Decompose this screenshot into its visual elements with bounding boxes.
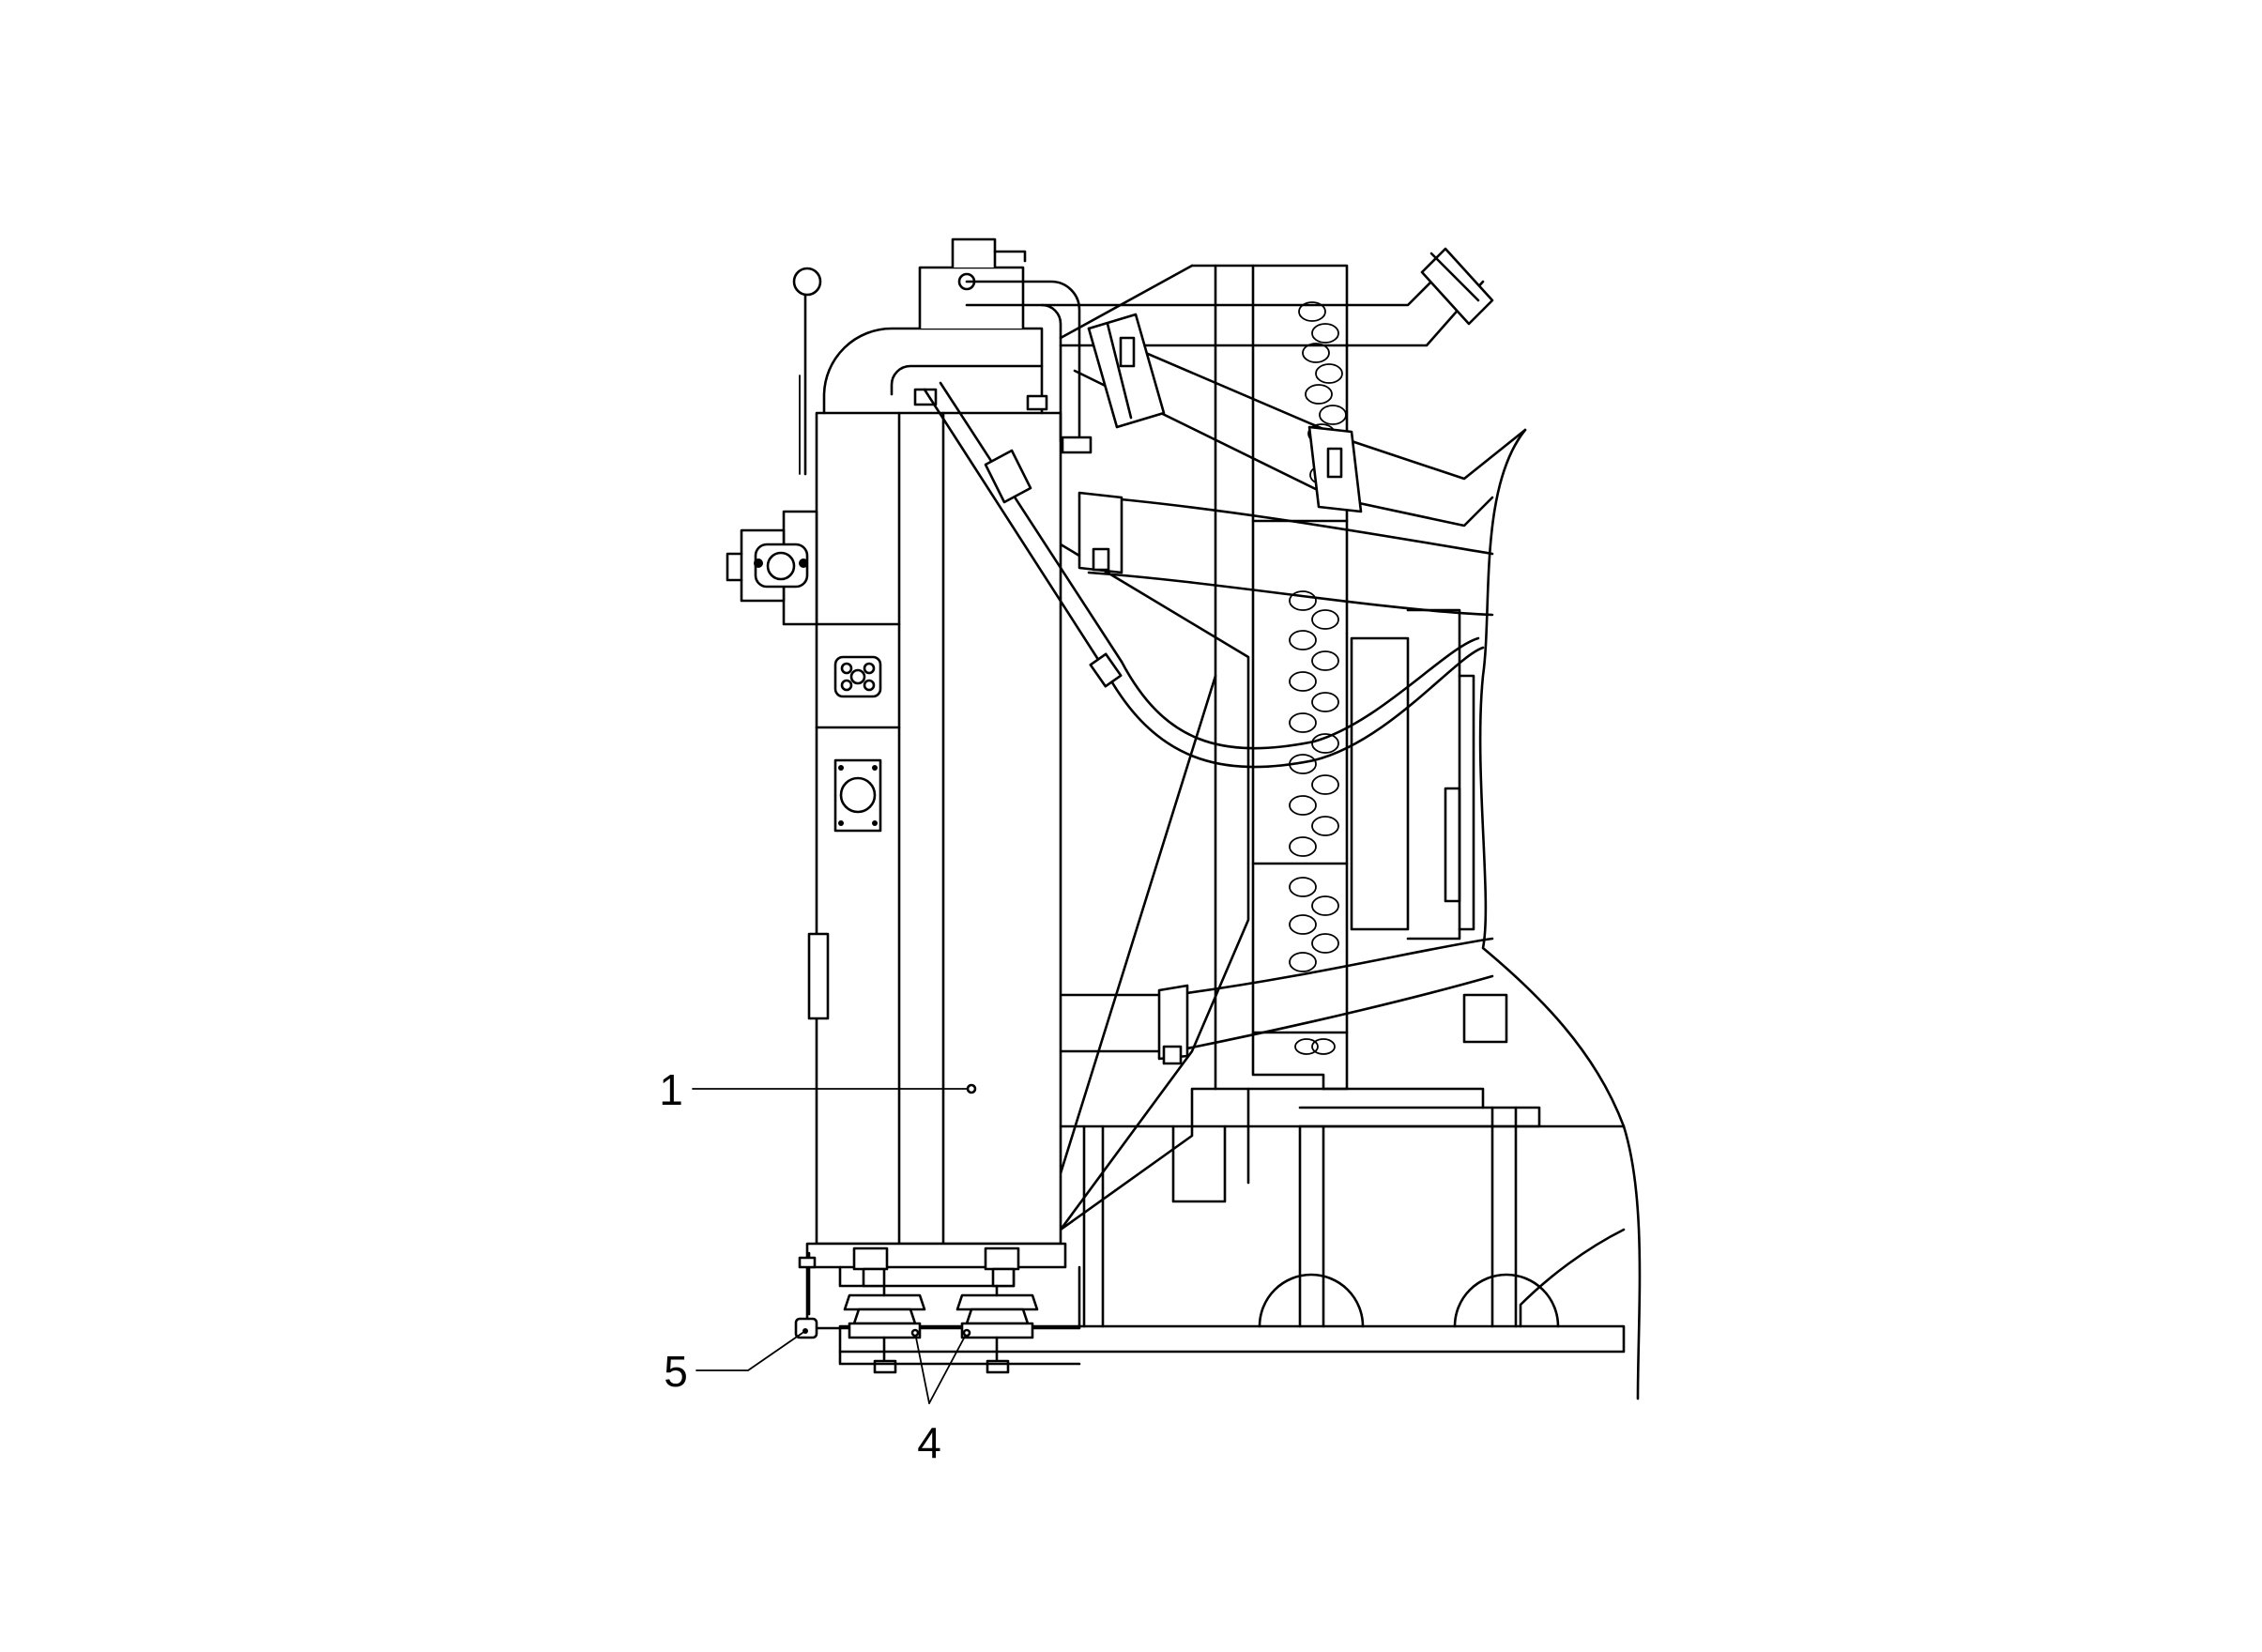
- callout-1: 1: [659, 1065, 977, 1114]
- top-tank: [792, 237, 1485, 769]
- radiator-bottom-mount: [794, 1242, 1081, 1374]
- callout-4-label: 4: [917, 1418, 941, 1467]
- callout-5-label: 5: [664, 1347, 688, 1396]
- hose-clamp-middle: [1078, 491, 1123, 574]
- four-bolt-flange: [833, 655, 882, 698]
- air-hoses: [1040, 247, 1527, 1065]
- tensioner-pulley: [726, 510, 818, 626]
- callout-5: 5: [664, 1332, 803, 1396]
- hose-clamp-upper-2: [1307, 425, 1363, 513]
- rubber-mount-right: [955, 1247, 1039, 1374]
- hose-clamp-lower: [1157, 984, 1189, 1065]
- engine-outline: [1462, 428, 1642, 1400]
- fan-blade-slots: [1289, 301, 1352, 1055]
- rubber-mount-left: [843, 1247, 926, 1374]
- radiator-core: [807, 411, 1062, 1246]
- callout-1-label: 1: [659, 1065, 683, 1114]
- callout-4: 4: [910, 1328, 971, 1467]
- port-plate: [833, 758, 882, 833]
- fan-shroud: [1059, 264, 1475, 1231]
- elbow-flange: [1420, 247, 1494, 326]
- hose-clamp-upper-1: [1087, 313, 1166, 429]
